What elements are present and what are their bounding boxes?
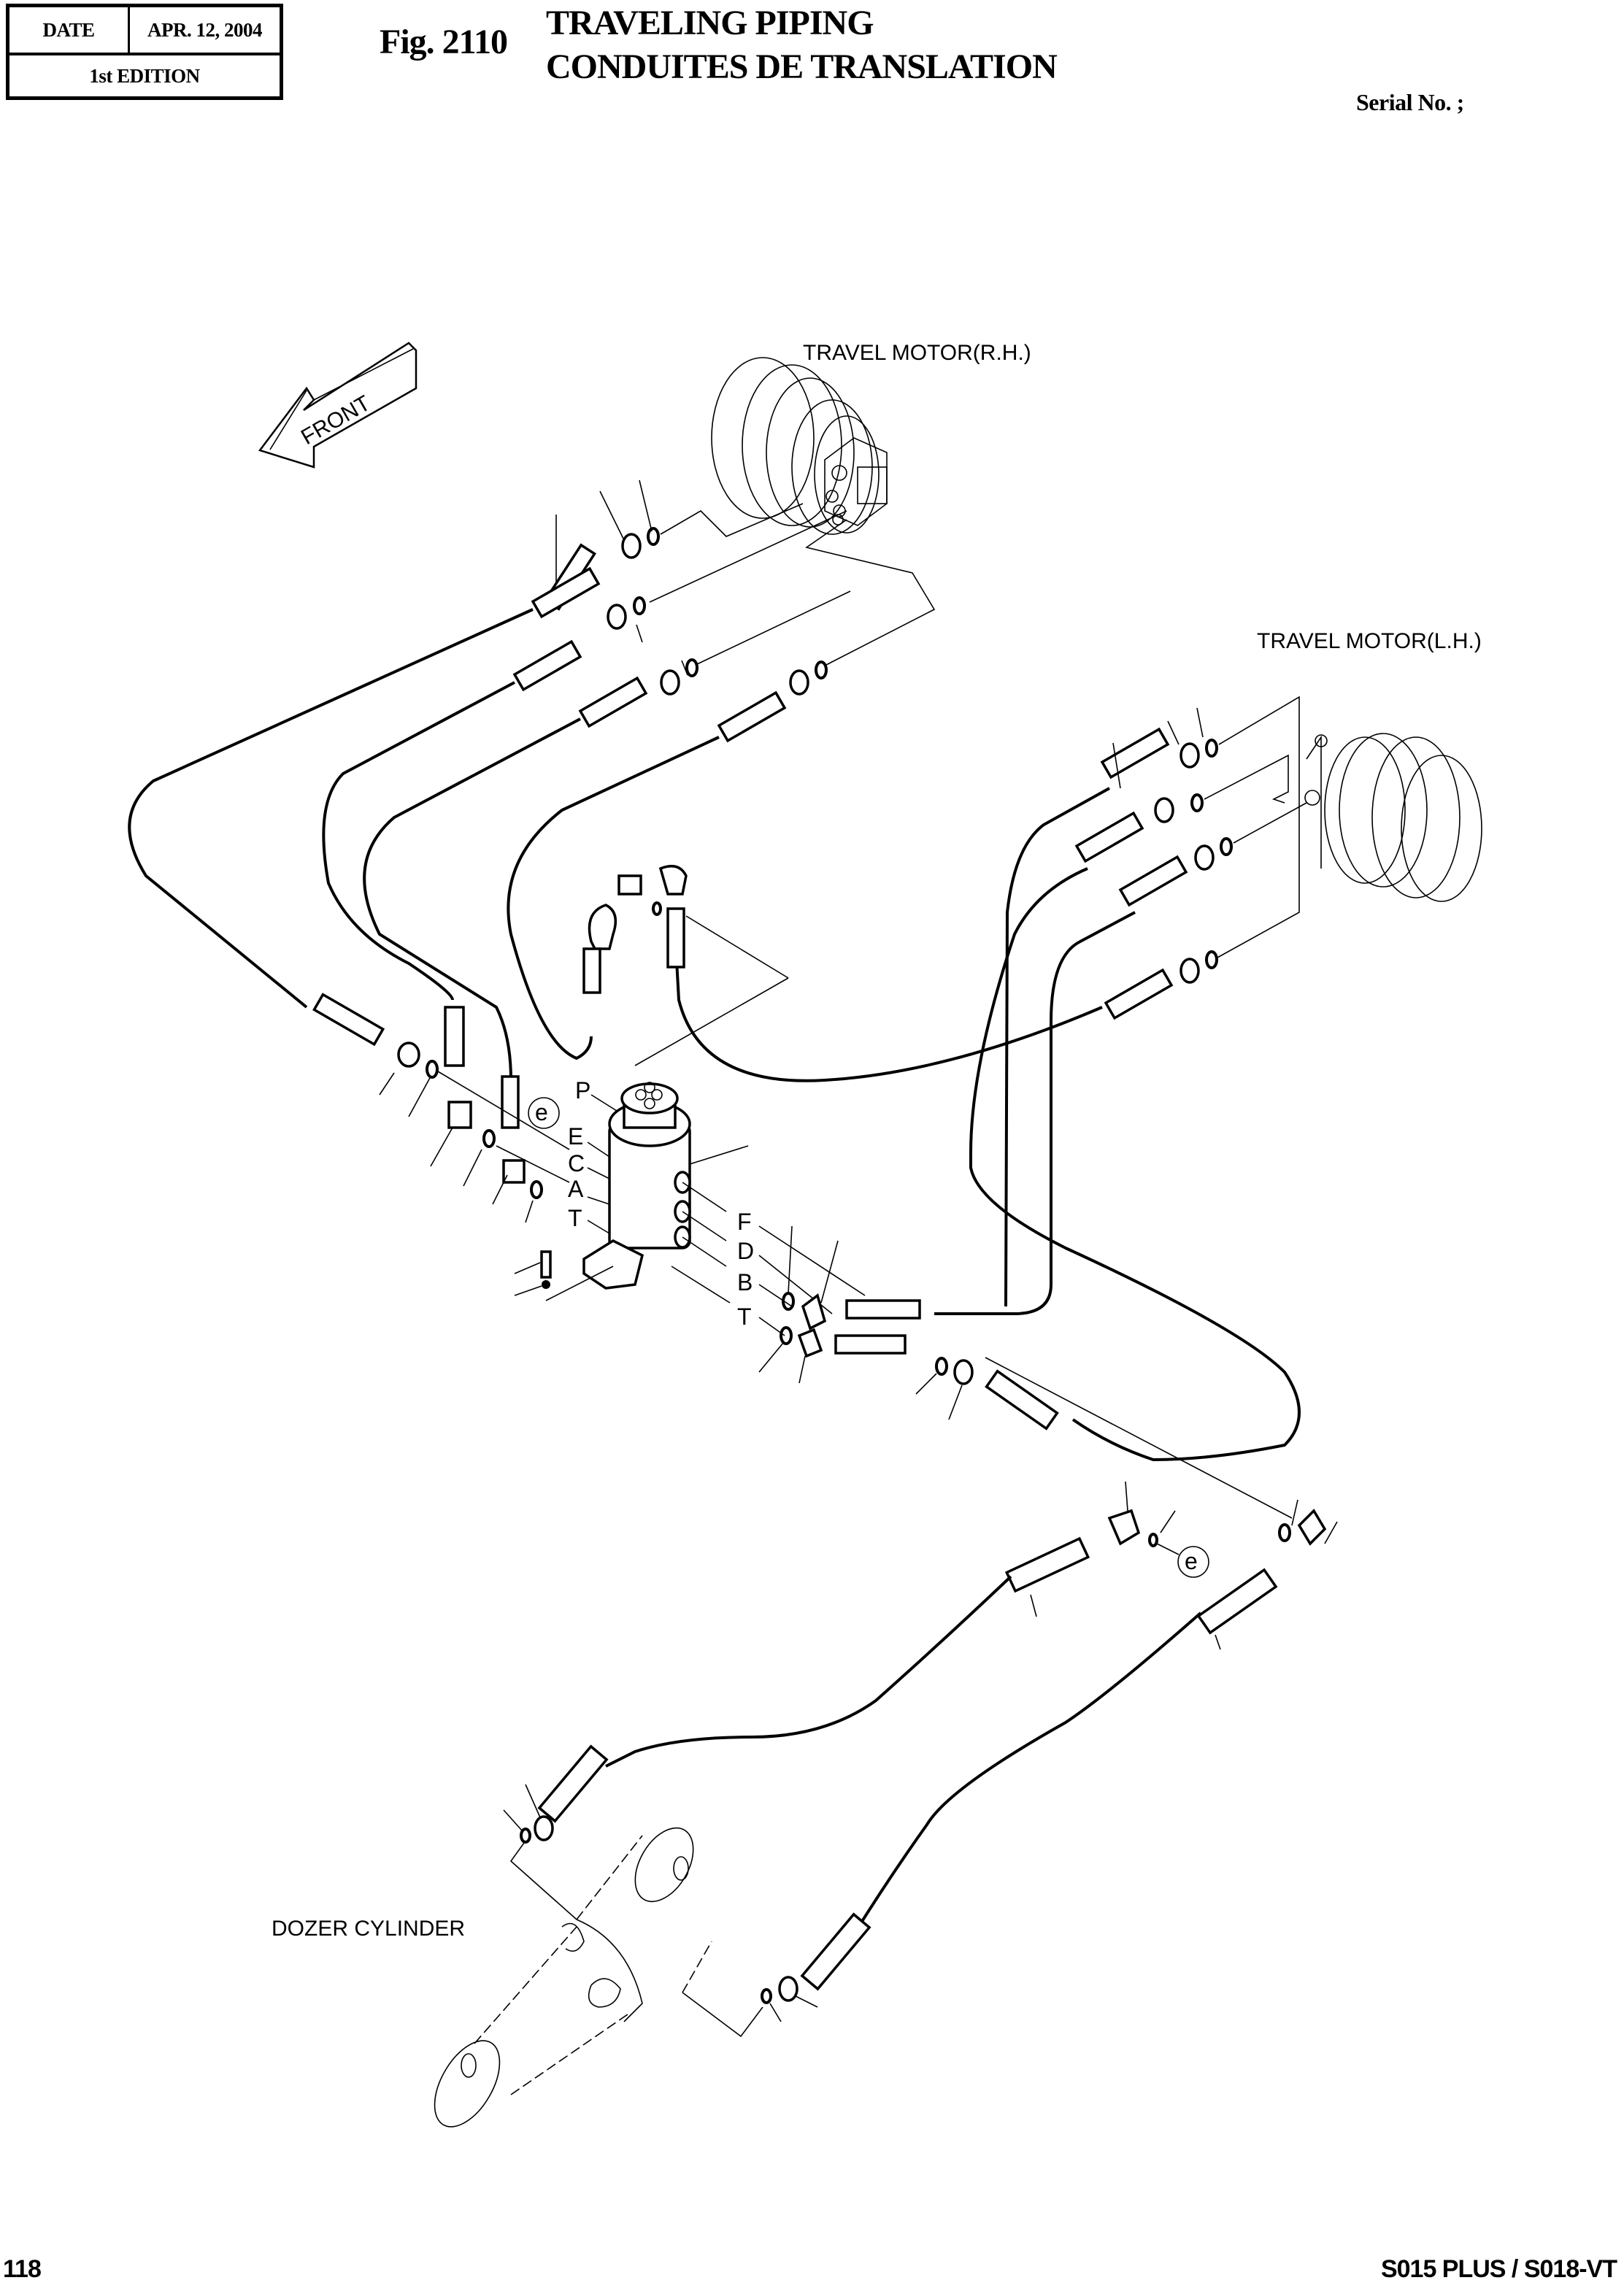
port-label-t-right: T	[737, 1304, 752, 1330]
revision-info-box: DATE APR. 12, 2004 1st EDITION	[6, 4, 283, 100]
swivel-joint	[514, 1082, 749, 1301]
travel-motor-rh	[711, 357, 888, 535]
page-title-english: TRAVELING PIPING	[546, 4, 874, 42]
reference-callout-e-upper: e	[535, 1099, 548, 1125]
page-title-french: CONDUITES DE TRANSLATION	[546, 47, 1058, 86]
port-label-c: C	[568, 1150, 585, 1177]
center-fittings	[582, 864, 789, 1066]
serial-number-label: Serial No. ;	[1356, 89, 1464, 115]
edition-label: 1st EDITION	[89, 64, 200, 87]
port-label-e: E	[568, 1123, 583, 1150]
front-arrow-label: FRONT	[297, 391, 374, 450]
swivel-left-fittings: e	[312, 993, 570, 1223]
swivel-port-labels: P E C A T F D B T	[568, 1077, 866, 1336]
date-value: APR. 12, 2004	[147, 18, 263, 41]
dozer-cylinder	[434, 1827, 712, 2128]
rh-motor-hoses	[128, 480, 936, 1081]
travel-motor-rh-label: TRAVEL MOTOR(R.H.)	[803, 341, 1031, 365]
model-name: S015 PLUS / S018-VT	[1380, 2255, 1617, 2283]
travel-motor-lh-label: TRAVEL MOTOR(L.H.)	[1257, 629, 1482, 653]
port-label-p: P	[575, 1077, 590, 1104]
port-label-t-left: T	[568, 1205, 582, 1231]
port-label-f: F	[737, 1209, 752, 1235]
swivel-right-fittings	[758, 1225, 1293, 1519]
port-label-b: B	[737, 1269, 753, 1295]
lh-motor-hoses	[674, 696, 1307, 1462]
dozer-cylinder-label: DOZER CYLINDER	[272, 1917, 465, 1941]
travel-motor-lh	[1304, 733, 1482, 902]
front-direction-arrow: FRONT	[258, 342, 417, 469]
date-row: DATE APR. 12, 2004	[9, 7, 280, 55]
reference-callout-e-lower: e	[1185, 1548, 1198, 1574]
date-label: DATE	[9, 7, 130, 53]
page-number: 118	[3, 2255, 42, 2283]
dozer-hoses: e	[503, 1481, 1338, 2038]
figure-number: Fig. 2110	[380, 23, 508, 61]
port-label-a: A	[568, 1176, 584, 1202]
port-label-d: D	[737, 1238, 754, 1264]
